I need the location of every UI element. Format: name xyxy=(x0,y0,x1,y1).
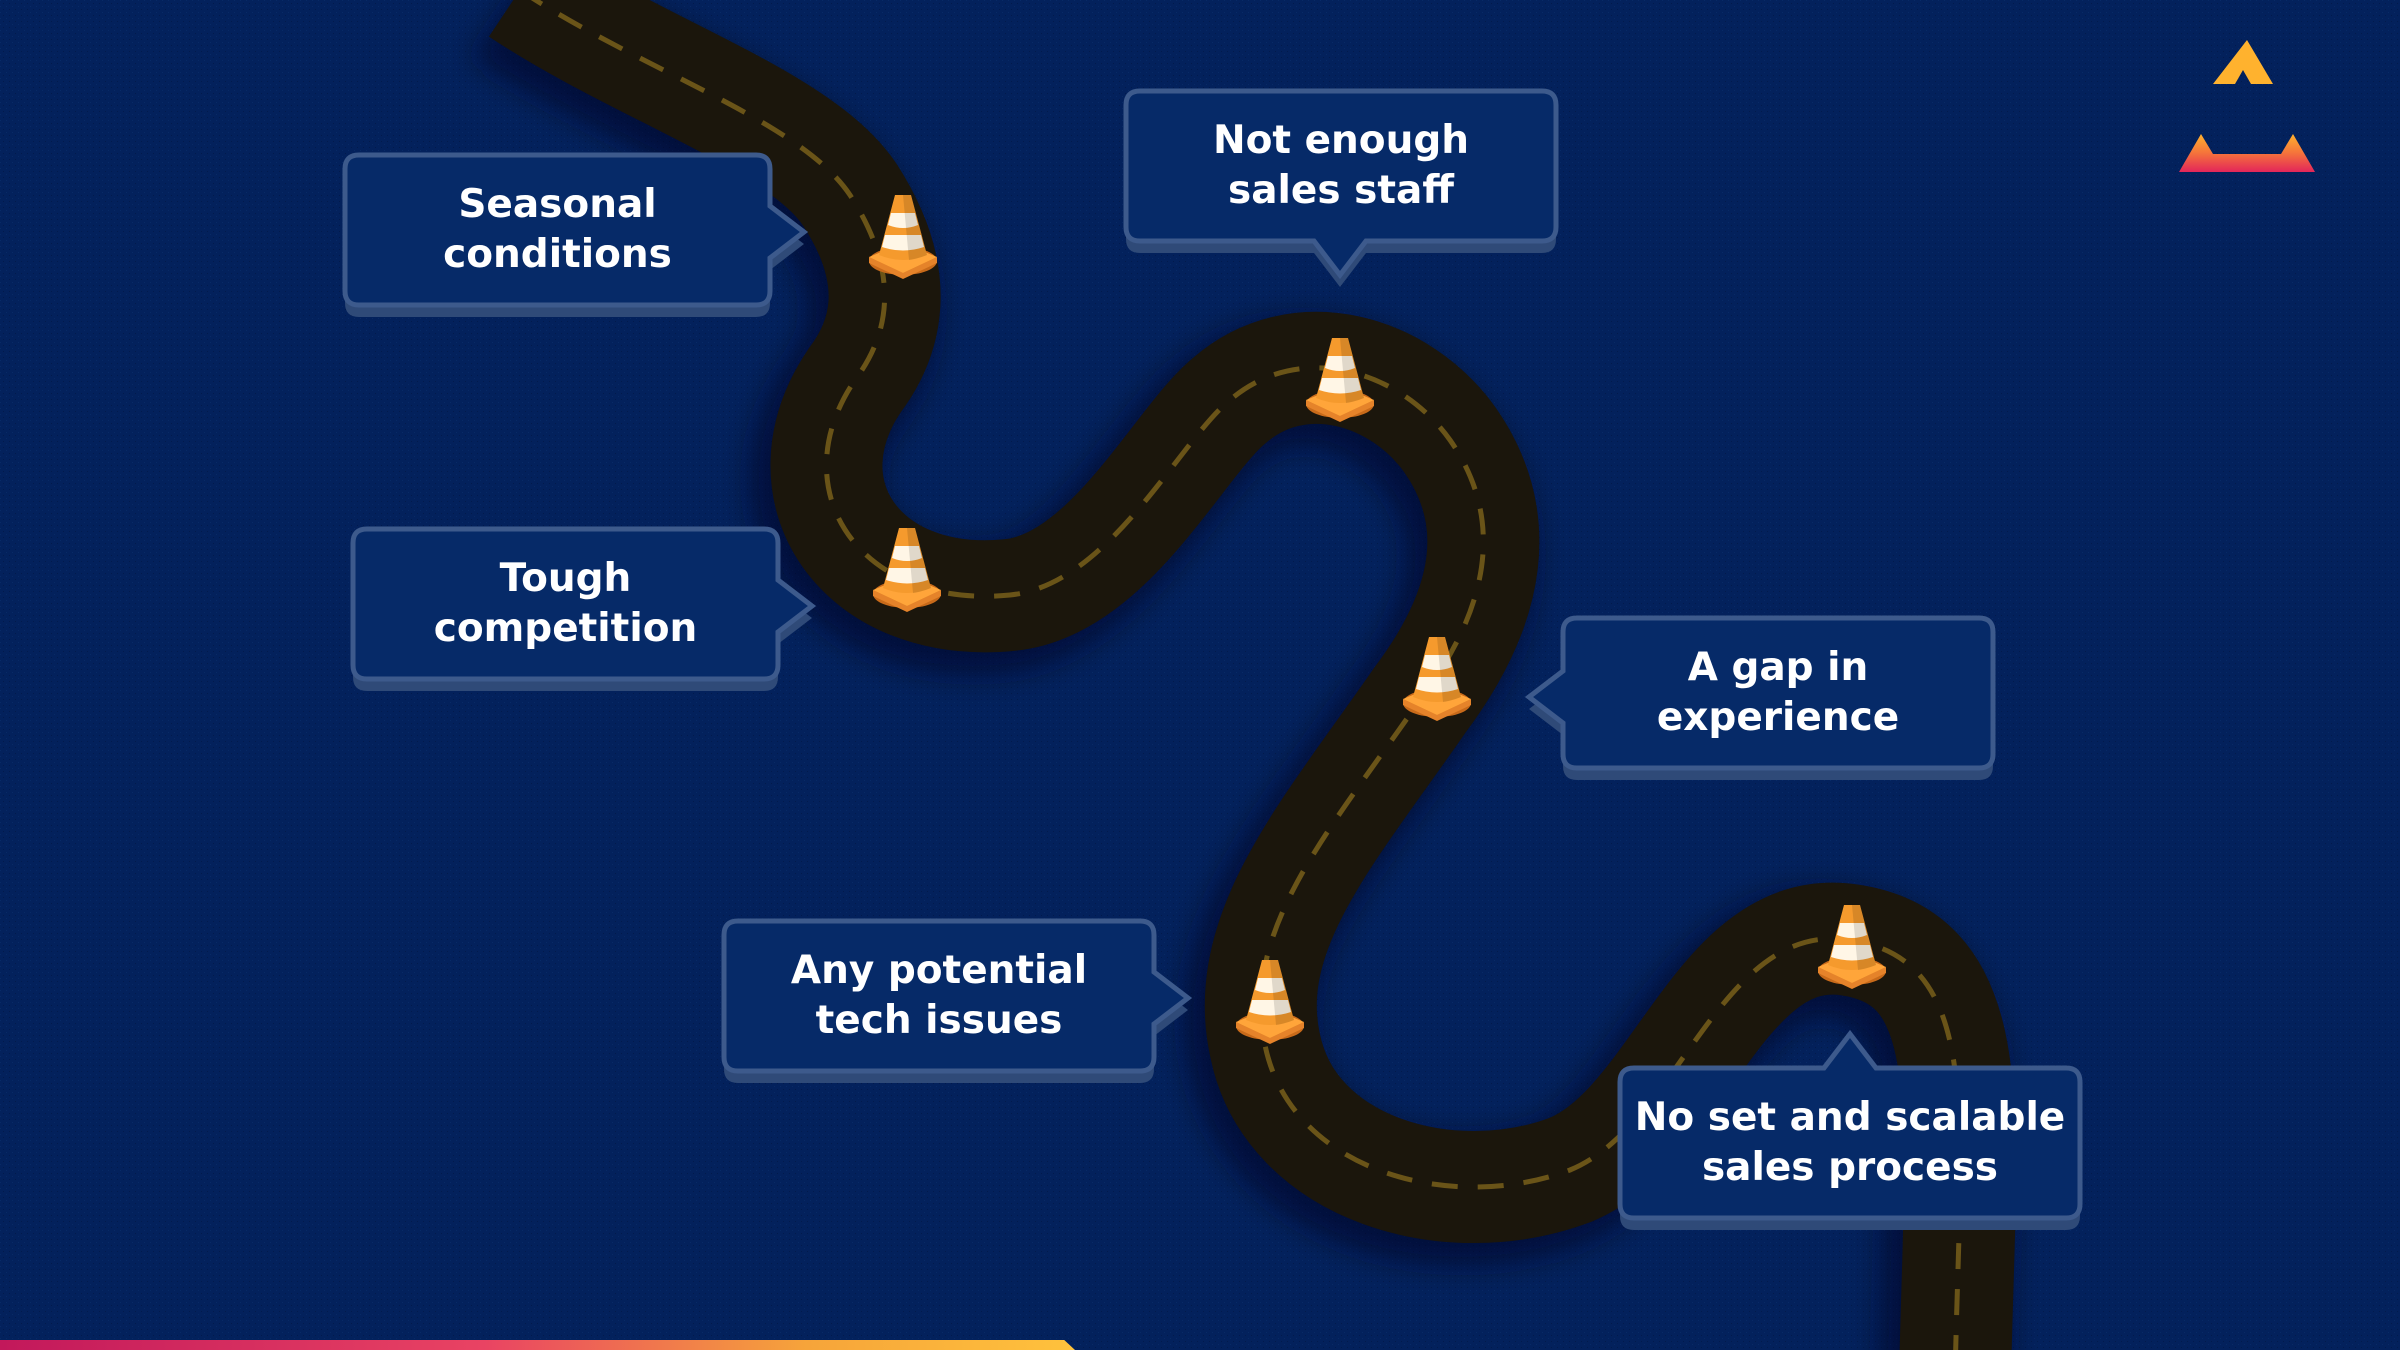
callout-seasonal-conditions: Seasonal conditions xyxy=(443,182,672,277)
callout-tech-issues: Any potential tech issues xyxy=(790,948,1088,1043)
callout-not-enough-sales-staff: Not enough sales staff xyxy=(1212,118,1470,213)
callout-tough-competition: Tough competition xyxy=(433,556,698,651)
traffic-cone-icon xyxy=(1818,905,1886,989)
callout-gap-in-experience: A gap in experience xyxy=(1656,645,1900,740)
callout-shapes xyxy=(342,88,2083,1230)
callout-no-scalable-process: No set and scalable sales process xyxy=(1634,1095,2066,1190)
callout-box-experience xyxy=(1524,615,1996,771)
callout-box-seasonal xyxy=(342,152,809,308)
traffic-cone-icon xyxy=(1236,960,1304,1044)
callout-box-process xyxy=(1617,1029,2083,1221)
bottom-accent-bar xyxy=(0,1340,1075,1350)
callout-box-competition xyxy=(350,526,817,682)
traffic-cone-icon xyxy=(873,528,941,612)
callout-box-staff xyxy=(1123,88,1559,280)
traffic-cone-icon xyxy=(1306,338,1374,422)
traffic-cone-icon xyxy=(1403,637,1471,721)
callout-box-tech xyxy=(721,918,1193,1074)
road-lane-markings xyxy=(530,0,1963,1350)
traffic-cone-icon xyxy=(869,195,937,279)
winding-road xyxy=(471,0,2017,1350)
triangle-logo-icon xyxy=(2179,40,2315,172)
